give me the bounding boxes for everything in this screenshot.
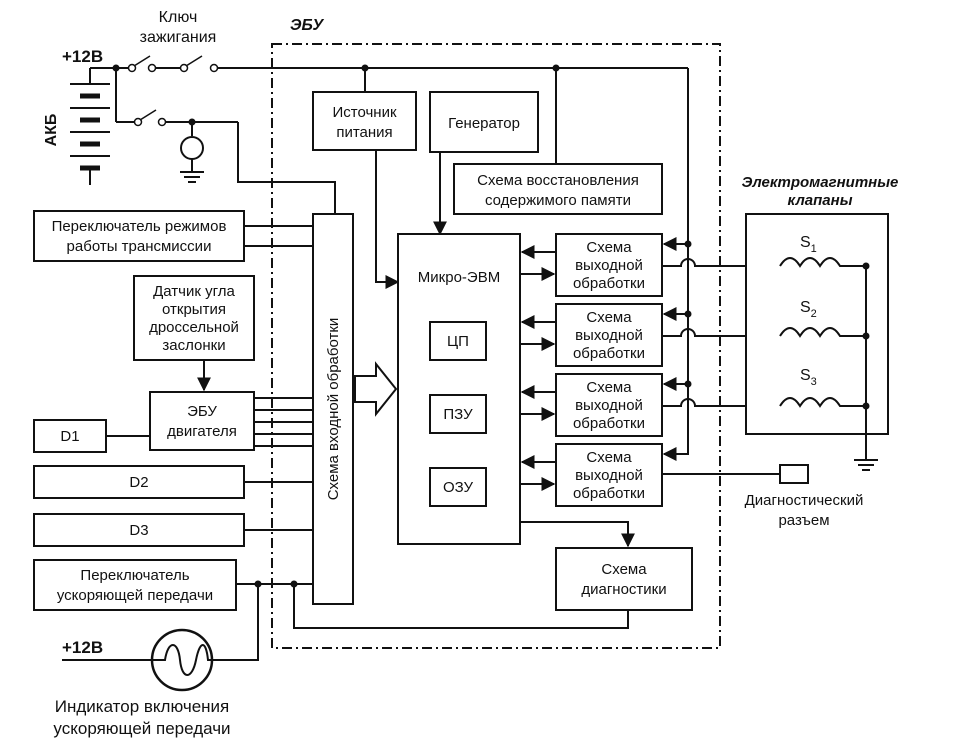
battery-icon (70, 68, 110, 185)
svg-text:выходной: выходной (575, 397, 643, 414)
d3-label: D3 (129, 522, 148, 539)
output-block-1: Схема выходной обработки (555, 233, 663, 297)
solenoid-s3-icon (779, 397, 866, 408)
ram-label: ОЗУ (443, 479, 474, 496)
svg-text:Схема: Схема (586, 379, 632, 396)
ignition-key-label-line1: Ключ (159, 9, 198, 26)
throttle-sensor-line4: заслонки (162, 337, 225, 354)
output-block-2: Схема выходной обработки (555, 303, 663, 367)
svg-text:Схема: Схема (586, 449, 632, 466)
ram-box (429, 467, 487, 507)
svg-text:обработки: обработки (573, 275, 645, 292)
mode-switch-box (33, 210, 245, 262)
input-to-micro-arrow (354, 361, 398, 417)
memory-restore-line1: Схема восстановления (477, 172, 639, 189)
diagnostics-line2: диагностики (581, 581, 666, 598)
solenoids-title-line2: клапаны (787, 192, 852, 209)
diag-connector-icon (779, 464, 809, 484)
solenoid-s2-label: S2 (800, 299, 817, 320)
mode-switch-line1: Переключатель режимов (52, 218, 227, 235)
power-source-box (312, 91, 417, 151)
throttle-sensor-box (133, 275, 255, 361)
engine-ecu-line2: двигателя (167, 423, 237, 440)
ecu-boundary (271, 43, 721, 649)
overdrive-indicator-line2: ускоряющей передачи (53, 719, 230, 738)
svg-text:выходной: выходной (575, 257, 643, 274)
solenoid-s1-icon (779, 257, 866, 268)
solenoid-s1-label: S1 (800, 234, 817, 255)
output-block-3: Схема выходной обработки (555, 373, 663, 437)
power-source-line1: Источник (332, 104, 396, 121)
overdrive-switch-line2: ускоряющей передачи (57, 587, 213, 604)
overdrive-switch-box (33, 559, 237, 611)
memory-restore-box (453, 163, 663, 215)
diag-connector-line2: разъем (778, 512, 829, 529)
ignition-switch-icon (127, 55, 219, 73)
diagnostics-box (555, 547, 693, 611)
microcomputer-label: Микро-ЭВМ (418, 269, 500, 286)
d2-label: D2 (129, 474, 148, 491)
generator-label: Генератор (448, 115, 520, 132)
engine-ecu-box (149, 391, 255, 451)
overdrive-switch-line1: Переключатель (80, 567, 189, 584)
input-processing-box (312, 213, 354, 605)
d1-label: D1 (60, 428, 79, 445)
overdrive-indicator-line1: Индикатор включения (55, 697, 230, 716)
svg-text:Схема: Схема (586, 239, 632, 256)
solenoids-panel (745, 213, 889, 435)
svg-text:выходной: выходной (575, 467, 643, 484)
output-block-4: Схема выходной обработки (555, 443, 663, 507)
mode-switch-line2: работы трансмиссии (67, 238, 212, 255)
rom-box (429, 394, 487, 434)
solenoids-title-line1: Электромагнитные (742, 174, 899, 191)
battery-voltage-label: +12В (62, 47, 103, 66)
ground-icon (180, 171, 204, 183)
ecu-title: ЭБУ (290, 17, 324, 34)
power-source-line2: питания (336, 124, 392, 141)
cpu-label: ЦП (447, 333, 469, 350)
svg-text:обработки: обработки (573, 345, 645, 362)
rom-label: ПЗУ (443, 406, 473, 423)
throttle-sensor-line2: открытия (162, 301, 226, 318)
input-processing-label: Схема входной обработки (325, 318, 342, 501)
svg-text:обработки: обработки (573, 415, 645, 432)
memory-restore-line2: содержимого памяти (485, 192, 631, 209)
lamp-voltage-label: +12В (62, 638, 103, 657)
diagnostics-line1: Схема (601, 561, 647, 578)
starter-lamp-icon (180, 136, 204, 160)
diag-connector-line1: Диагностический (745, 492, 864, 509)
indicator-lamp-icon (150, 628, 214, 692)
svg-text:выходной: выходной (575, 327, 643, 344)
solenoid-ground-icon (854, 459, 878, 471)
throttle-sensor-line3: дроссельной (149, 319, 239, 336)
ignition-key-label-line2: зажигания (140, 29, 217, 46)
svg-text:обработки: обработки (573, 485, 645, 502)
svg-text:Схема: Схема (586, 309, 632, 326)
solenoid-s3-label: S3 (800, 367, 817, 388)
solenoid-s2-icon (779, 327, 866, 338)
generator-box (429, 91, 539, 153)
throttle-sensor-line1: Датчик угла (153, 283, 235, 300)
engine-ecu-line1: ЭБУ (187, 403, 217, 420)
cpu-box (429, 321, 487, 361)
battery-label: АКБ (43, 114, 60, 147)
